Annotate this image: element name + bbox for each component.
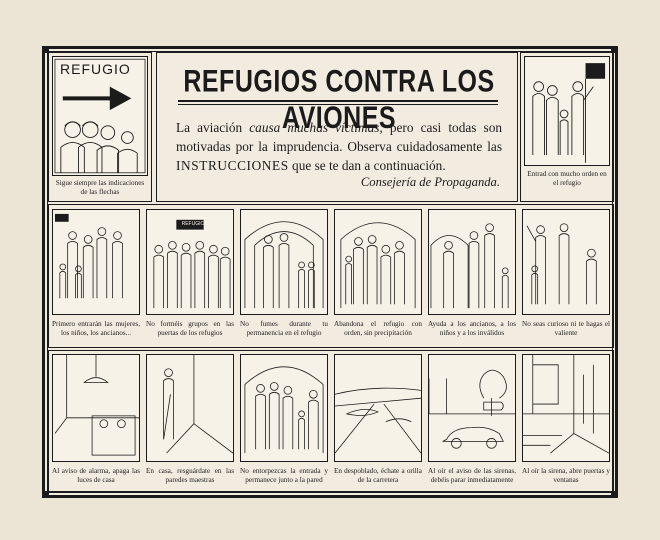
illustration-row1-1 — [52, 209, 140, 315]
signature: Consejería de Propaganda. — [360, 175, 500, 189]
page-title: REFUGIOS CONTRA LOS AVIONES — [183, 64, 495, 136]
caption-row1-4: Abandona el refugio con orden, sin preci… — [334, 320, 422, 338]
refugio-sign-label: REFUGIO — [60, 61, 131, 77]
corner-ornament — [611, 491, 618, 498]
illustration-row2-5 — [428, 354, 516, 462]
illustration-row1-5 — [428, 209, 516, 315]
top-left-cell — [48, 52, 152, 202]
caption-row2-3: No entorpezcas la entrada y permanece ju… — [240, 467, 328, 485]
illustration-row1-4 — [334, 209, 422, 315]
illustration-row2-4 — [334, 354, 422, 462]
corner-ornament — [611, 46, 618, 53]
row-1 — [48, 204, 614, 348]
corner-ornament — [42, 46, 49, 53]
panel-refugio-sign: REFUGIO — [181, 221, 205, 227]
title-rule — [178, 100, 498, 102]
illustration-row2-3 — [240, 354, 328, 462]
header-cell — [156, 52, 518, 202]
illustration-row1-3 — [240, 209, 328, 315]
caption-row2-4: En despoblado, échate a orilla de la car… — [334, 467, 422, 485]
top-right-caption: Entrad con mucho orden en el refugio — [527, 170, 607, 188]
arrow-icon — [62, 86, 132, 111]
caption-row2-1: Al aviso de alarma, apaga las luces de c… — [52, 467, 140, 485]
panel-entrance — [524, 56, 610, 166]
corner-ornament — [42, 491, 49, 498]
refugio-sign-panel — [52, 56, 148, 176]
caption-row1-1: Primero entrarán las mujeres, los niños,… — [52, 320, 140, 338]
caption-row2-6: Al oír la sirena, abre puertas y ventana… — [522, 467, 610, 485]
top-right-cell — [520, 52, 614, 202]
caption-row2-5: Al oír el aviso de las sirenas, debéis p… — [428, 467, 516, 485]
illustration-row2-2 — [146, 354, 234, 462]
caption-row2-2: En casa, resguárdate en las paredes maes… — [146, 467, 234, 485]
caption-row1-2: No forméis grupos en las puertas de los … — [146, 320, 234, 338]
illustration-row2-1 — [52, 354, 140, 462]
intro-text: La aviación causa muchas víctimas, pero … — [176, 120, 502, 173]
illustration-row2-6 — [522, 354, 610, 462]
caption-row1-3: No fumes durante tu permanencia en el re… — [240, 320, 328, 338]
caption-row1-6: No seas curioso ni te hagas el valiente — [522, 320, 610, 338]
illustration-row1-2 — [146, 209, 234, 315]
title-rule-thin — [178, 104, 498, 105]
illustration-row1-6 — [522, 209, 610, 315]
row-2 — [48, 350, 614, 492]
top-left-caption: Sigue siempre las indicaciones de las fl… — [55, 179, 145, 197]
caption-row1-5: Ayuda a los ancianos, a los niños y a lo… — [428, 320, 516, 338]
